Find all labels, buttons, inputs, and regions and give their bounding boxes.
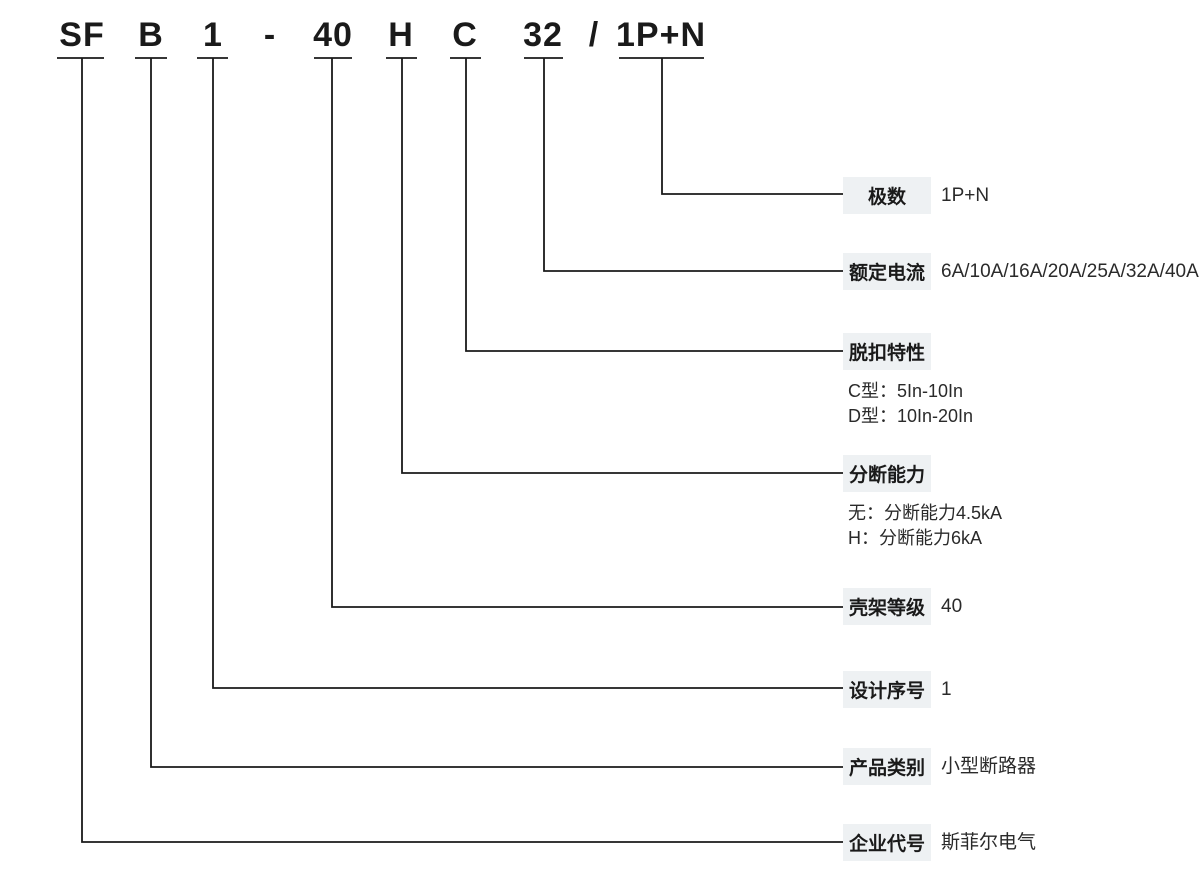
code-part-dash: - [263, 16, 277, 54]
code-part-32: 32 [523, 16, 563, 54]
code-part-1: 1 [203, 16, 223, 54]
connector-design-serial [212, 58, 843, 689]
connector-pole-count [661, 58, 843, 195]
note-trip-c-type: C型：5In-10In [848, 381, 964, 401]
label-rated-current: 额定电流 [843, 253, 931, 290]
label-breaking-capacity: 分断能力 [843, 455, 931, 492]
code-part-40: 40 [313, 16, 353, 54]
label-product-category: 产品类别 [843, 748, 931, 785]
label-trip-characteristic: 脱扣特性 [843, 333, 931, 370]
value-pole-count: 1P+N [941, 185, 990, 206]
connector-product-category [150, 58, 843, 768]
value-product-category: 小型断路器 [941, 756, 1037, 777]
label-design-serial: 设计序号 [843, 671, 931, 708]
code-part-b: B [138, 16, 164, 54]
note-breaking-h: H：分断能力6kA [848, 528, 983, 548]
value-frame-level: 40 [941, 596, 963, 617]
code-part-1p-n: 1P+N [616, 16, 706, 54]
connector-enterprise-code [81, 58, 843, 843]
code-part-c: C [452, 16, 478, 54]
value-design-serial: 1 [941, 679, 952, 700]
code-part-h: H [388, 16, 414, 54]
note-trip-d-type: D型：10In-20In [848, 406, 974, 426]
label-enterprise-code: 企业代号 [843, 824, 931, 861]
connector-trip-characteristic [465, 58, 843, 352]
label-pole-count: 极数 [843, 177, 931, 214]
connector-breaking-capacity [401, 58, 843, 474]
value-enterprise-code: 斯菲尔电气 [941, 832, 1037, 853]
connector-rated-current [543, 58, 843, 272]
value-rated-current: 6A/10A/16A/20A/25A/32A/40A [941, 261, 1199, 282]
connector-frame-level [331, 58, 843, 608]
label-frame-level: 壳架等级 [843, 588, 931, 625]
code-part-slash: / [588, 16, 600, 54]
code-part-sf: SF [59, 16, 105, 54]
note-breaking-none: 无：分断能力4.5kA [848, 503, 1003, 523]
